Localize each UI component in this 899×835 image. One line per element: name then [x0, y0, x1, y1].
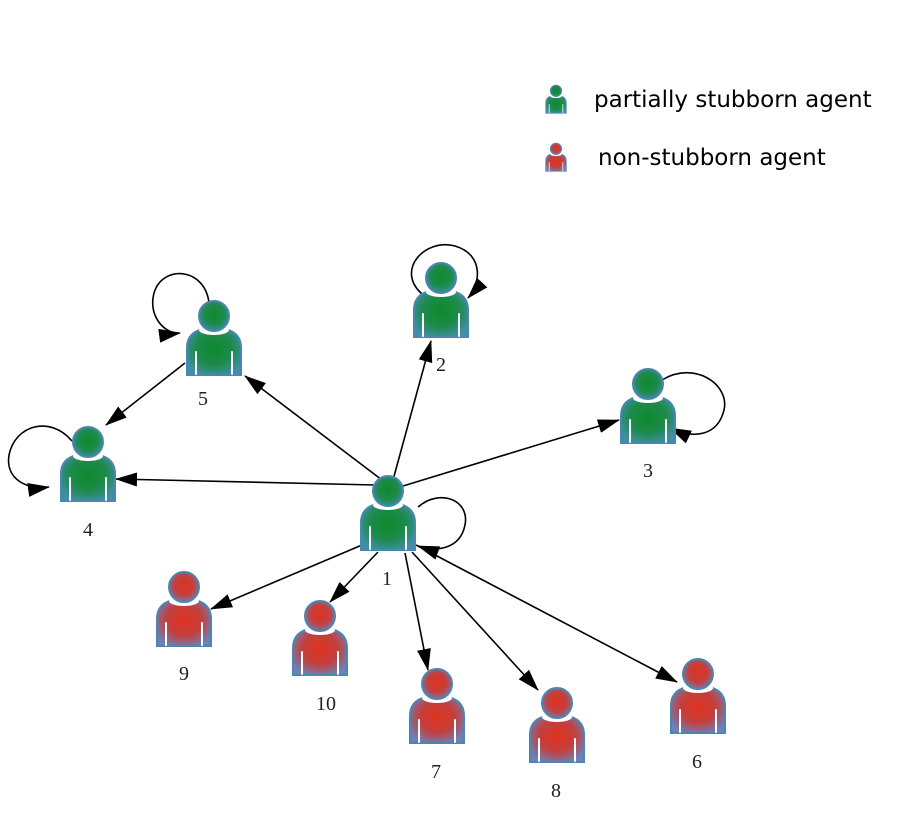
- edge-1-10: [329, 551, 379, 603]
- edge-1-5: [244, 375, 383, 481]
- self-loop-3: [661, 371, 726, 444]
- edge-1-3: [402, 419, 620, 487]
- legend-non-stubborn-label: non-stubborn agent: [598, 145, 826, 171]
- self-loop-2: [410, 243, 488, 299]
- edge-1-2: [392, 340, 433, 481]
- agent-node-5: [186, 300, 242, 376]
- node-label-1: 1: [382, 568, 392, 590]
- node-label-9: 9: [179, 663, 189, 685]
- agent-node-4: [60, 426, 116, 502]
- node-labels: 1 2 3 4 5 6 7 8 9 10: [83, 354, 702, 802]
- edge-1-9: [210, 544, 363, 610]
- agent-node-1: [360, 475, 416, 551]
- agent-node-2: [413, 262, 469, 338]
- edge-1-7: [404, 552, 431, 671]
- self-loop-4: [7, 425, 73, 497]
- edge-5-4: [105, 362, 186, 426]
- agent-node-6: [670, 658, 726, 734]
- agent-node-10: [292, 600, 348, 676]
- node-label-4: 4: [83, 519, 93, 541]
- node-label-10: 10: [316, 693, 336, 715]
- agent-node-7: [409, 668, 465, 744]
- agent-node-8: [529, 687, 585, 763]
- node-label-3: 3: [643, 460, 653, 482]
- node-label-7: 7: [431, 761, 441, 783]
- self-loops: [7, 243, 726, 560]
- edge-1-4: [115, 472, 376, 487]
- node-label-5: 5: [198, 388, 208, 410]
- node-label-2: 2: [436, 354, 446, 376]
- legend: partially stubborn agent non-stubborn ag…: [545, 84, 872, 172]
- legend-partially-stubborn-label: partially stubborn agent: [594, 87, 872, 113]
- self-loop-5: [151, 272, 210, 343]
- legend-non-stubborn-icon: [545, 142, 567, 172]
- legend-partially-stubborn-icon: [545, 84, 567, 114]
- edge-1-8: [411, 551, 539, 691]
- node-label-6: 6: [692, 751, 702, 773]
- agents: [60, 262, 726, 763]
- self-loop-1: [417, 496, 467, 560]
- agent-node-9: [156, 571, 212, 647]
- edges: [105, 340, 678, 691]
- node-label-8: 8: [551, 780, 561, 802]
- agent-node-3: [620, 368, 676, 444]
- edge-1-6: [415, 544, 678, 683]
